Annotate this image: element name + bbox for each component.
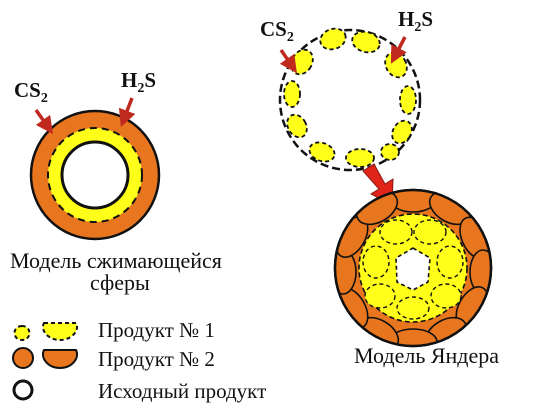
legend-product2-icon bbox=[13, 348, 77, 368]
legend-initial-product-icon bbox=[14, 381, 32, 399]
legend-product1-label: Продукт № 1 bbox=[98, 318, 215, 342]
legend-initial-label: Исходный продукт bbox=[98, 379, 266, 403]
right-cs2-arrow-icon bbox=[281, 50, 292, 66]
legend-product2-label: Продукт № 2 bbox=[98, 347, 215, 371]
legend-product1-icon bbox=[15, 323, 78, 340]
left-h2s-arrow-icon bbox=[124, 98, 132, 119]
initial-product-core bbox=[62, 142, 128, 208]
yander-model-sphere bbox=[330, 184, 496, 357]
left-cs2-label: CS2 bbox=[14, 78, 48, 106]
shrinking-sphere-model bbox=[31, 111, 159, 239]
shrinking-sphere-caption-line2: сферы bbox=[90, 271, 150, 295]
left-cs2-arrow-icon bbox=[36, 110, 48, 127]
left-h2s-label: H2S bbox=[121, 68, 156, 96]
right-cs2-label: CS2 bbox=[260, 17, 294, 45]
right-h2s-label: H2S bbox=[398, 7, 433, 35]
yander-model-caption: Модель Яндера bbox=[354, 344, 499, 368]
